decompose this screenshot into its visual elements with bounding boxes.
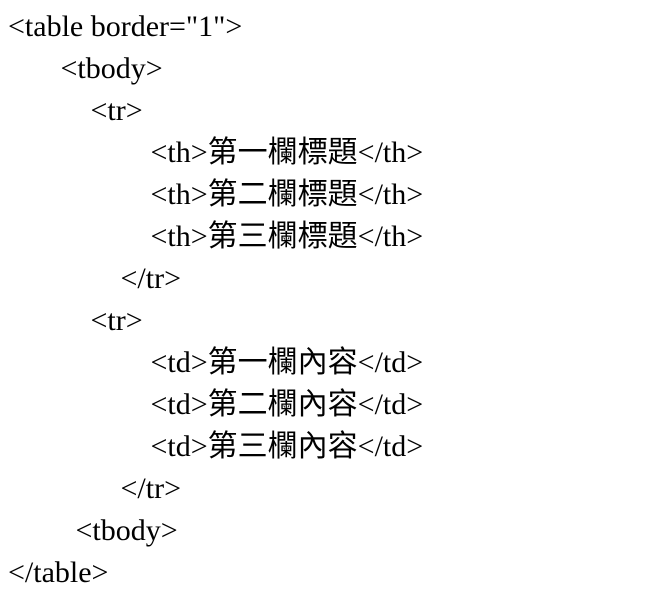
code-line-tbody-close: <tbody> bbox=[8, 514, 178, 547]
code-line-tbody-open: <tbody> bbox=[8, 52, 163, 85]
code-line-tr-close-1: </tr> bbox=[8, 262, 182, 295]
code-line-th-3: <th>第三欄標題</th> bbox=[8, 220, 424, 253]
code-line-table-open: <table border="1"> bbox=[8, 10, 243, 43]
code-snippet: <table border="1"> <tbody> <tr> <th>第一欄標… bbox=[8, 10, 424, 589]
code-line-th-2: <th>第二欄標題</th> bbox=[8, 178, 424, 211]
code-line-td-1: <td>第一欄內容</td> bbox=[8, 346, 424, 379]
code-line-td-3: <td>第三欄內容</td> bbox=[8, 430, 424, 463]
code-line-tr-open-2: <tr> bbox=[8, 304, 143, 337]
code-line-tr-open-1: <tr> bbox=[8, 94, 143, 127]
code-line-table-close: </table> bbox=[8, 556, 109, 589]
code-line-td-2: <td>第二欄內容</td> bbox=[8, 388, 424, 421]
code-line-th-1: <th>第一欄標題</th> bbox=[8, 136, 424, 169]
code-line-tr-close-2: </tr> bbox=[8, 472, 182, 505]
